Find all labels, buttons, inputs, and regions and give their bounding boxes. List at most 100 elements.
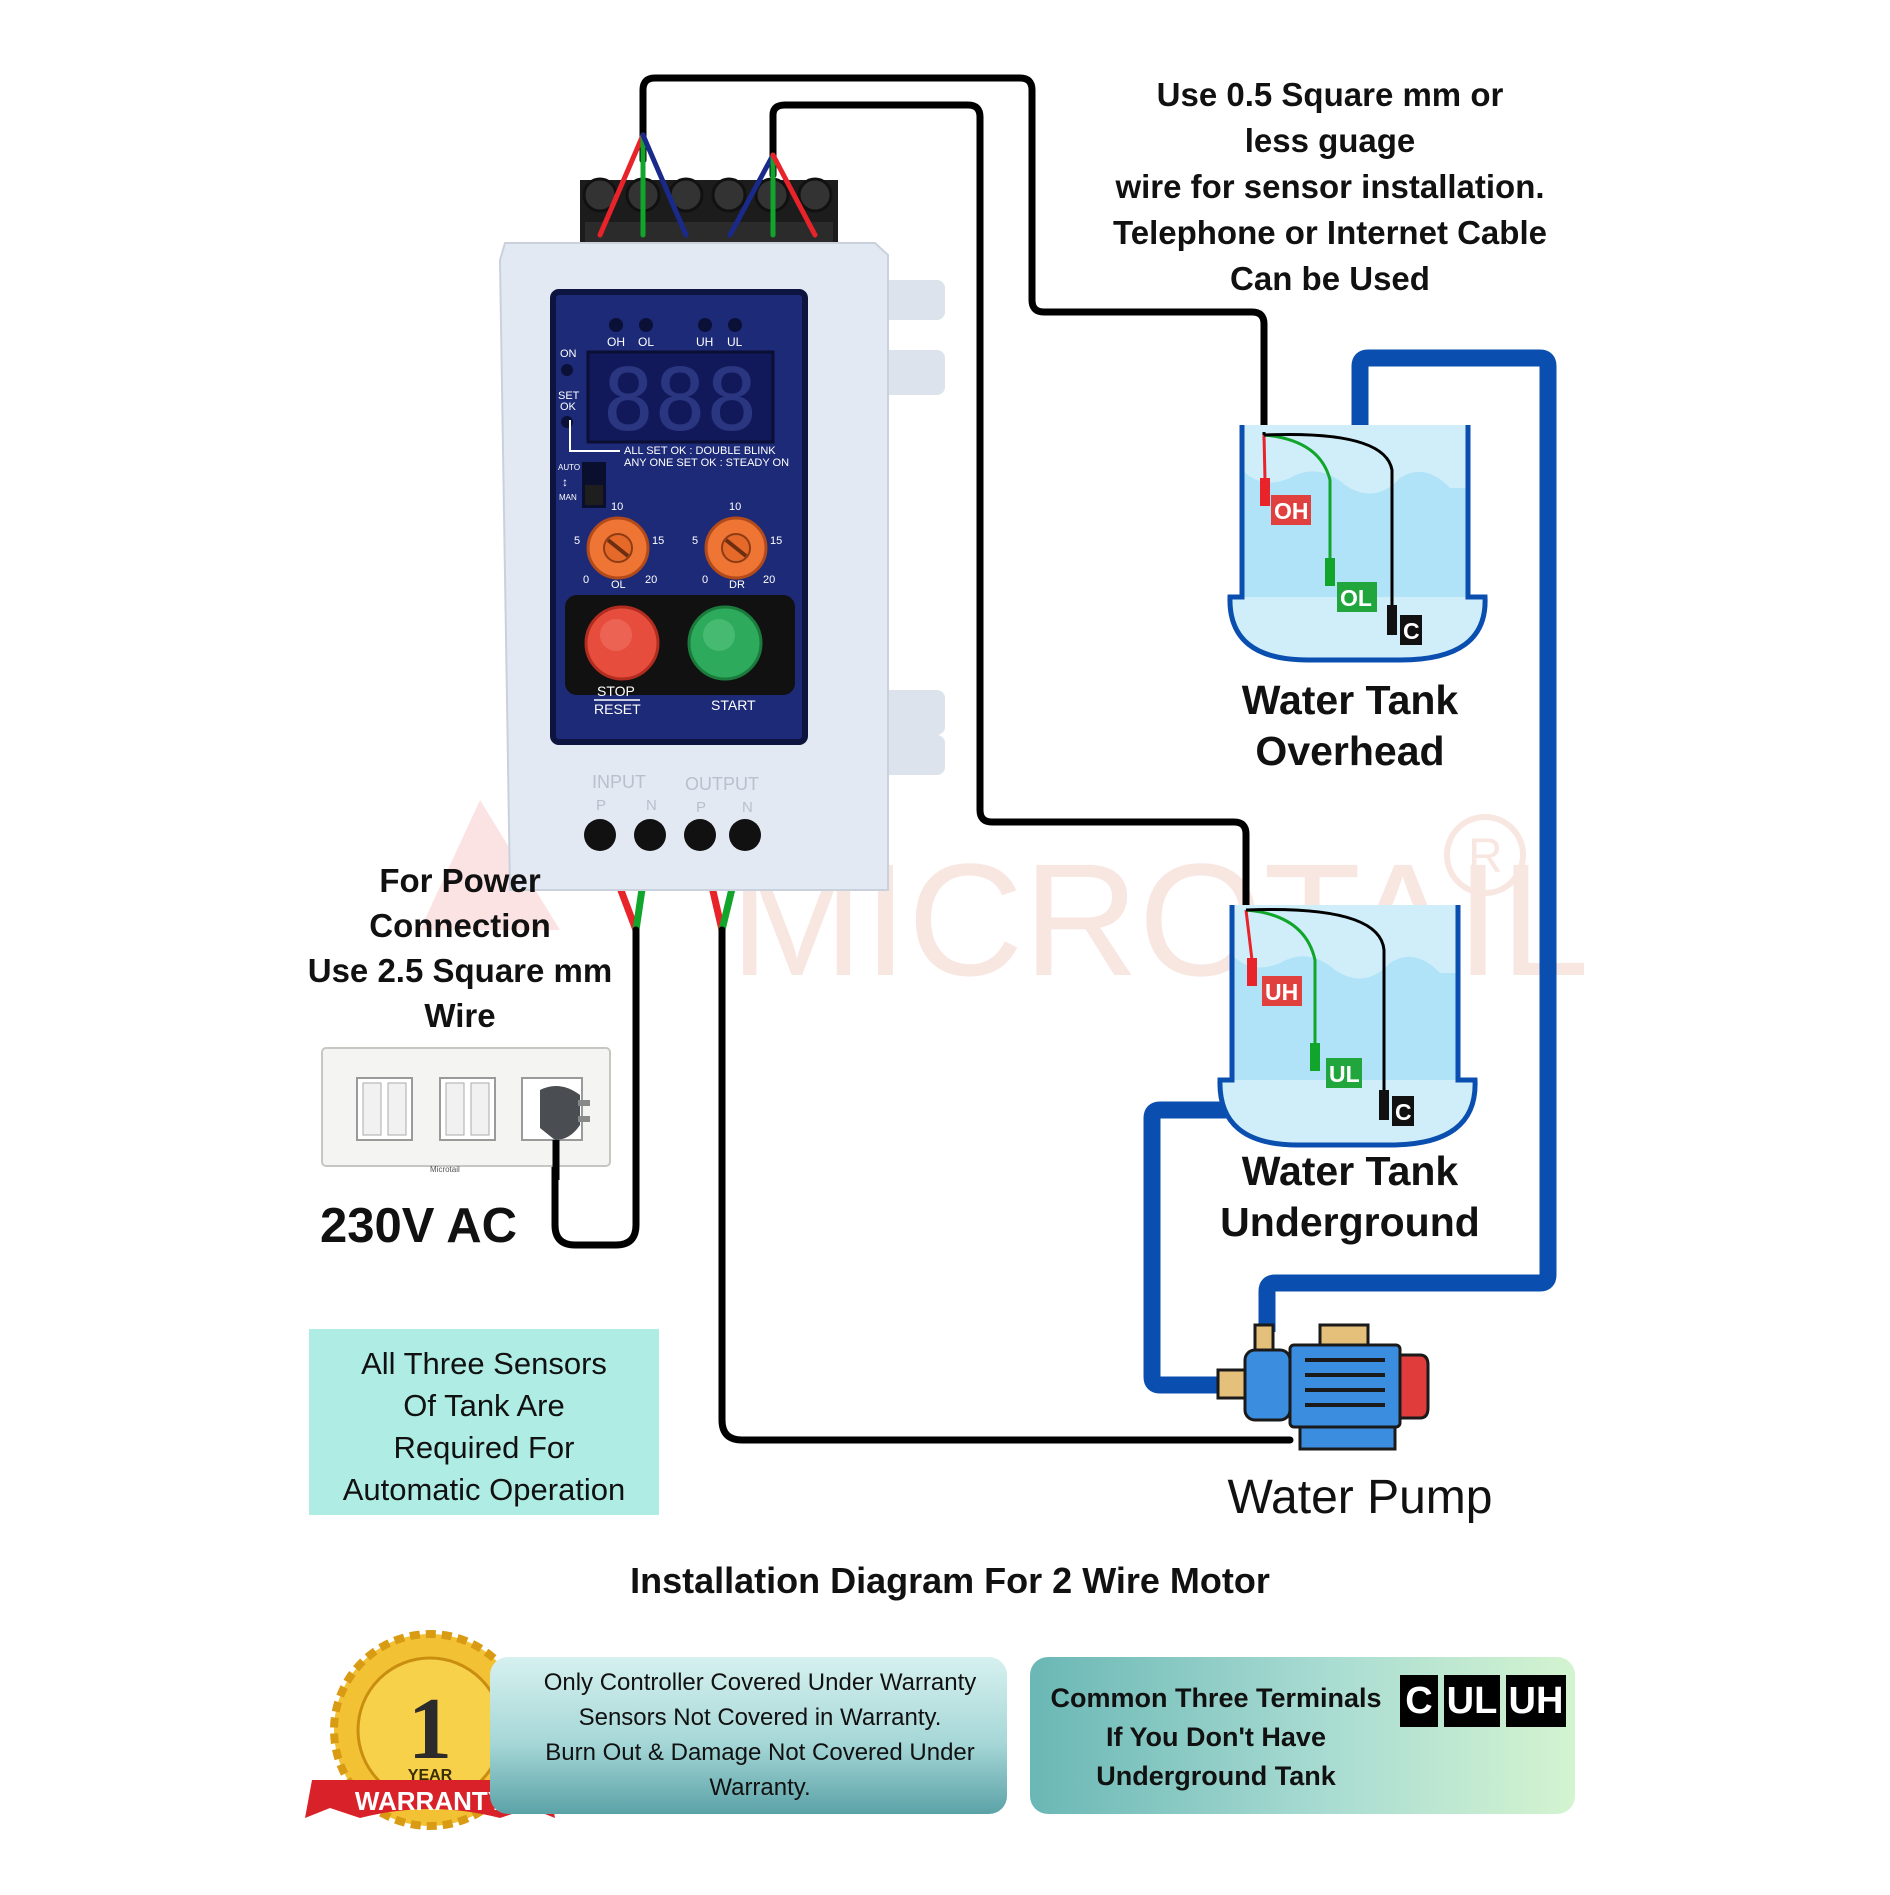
knob-ol[interactable]: 0 5 10 15 20 OL	[574, 501, 664, 591]
knob-ol-scale-15: 15	[652, 535, 664, 547]
sensor-label-oh: OH	[1274, 498, 1309, 524]
auto-label: AUTO	[558, 463, 580, 472]
knob-dr-scale-20: 20	[763, 574, 775, 586]
knob-ol-label: OL	[611, 579, 626, 591]
controller-top-terminals	[580, 132, 838, 242]
knob-ol-scale-10: 10	[611, 501, 623, 513]
sensor-wires	[639, 74, 1268, 912]
sensor-wire-note-line: Use 0.5 Square mm or	[1156, 76, 1504, 113]
sensor-label-ul: UL	[1329, 1061, 1360, 1087]
overhead-tank-label: Water Tank Overhead	[1170, 675, 1530, 777]
sensor-wire-note-line: Can be Used	[1230, 260, 1430, 297]
seven-segment-display: 888	[586, 350, 775, 451]
sensor-label-c-underground: C	[1395, 1099, 1412, 1125]
sensors-required-line: All Three Sensors	[361, 1346, 607, 1381]
supply-voltage-label: 230V AC	[320, 1199, 518, 1253]
knob-dr-scale-0: 0	[702, 574, 708, 586]
ok-label: OK	[560, 401, 577, 413]
common-terminal-uh: UH	[1506, 1675, 1566, 1727]
power-wire-note-line: Wire	[424, 997, 496, 1034]
power-plug	[540, 1086, 590, 1180]
underground-tank	[1217, 905, 1478, 1148]
on-label: ON	[560, 348, 577, 360]
output-n-label: N	[742, 799, 753, 816]
switch-arrow: ↕	[562, 475, 568, 489]
common-terminals-note: Common Three Terminals If You Don't Have…	[1030, 1657, 1575, 1814]
overhead-tank-label-line: Water Tank	[1241, 677, 1459, 723]
warranty-years: 1	[408, 1681, 452, 1778]
output-p-label: P	[696, 799, 706, 816]
legend-line-1: ALL SET OK : DOUBLE BLINK	[624, 445, 776, 457]
warranty-note-line: Sensors Not Covered in Warranty.	[578, 1704, 942, 1731]
warranty-note-line: Burn Out & Damage Not Covered Under	[545, 1739, 975, 1766]
water-pump-icon	[1216, 1323, 1430, 1451]
sensor-label-ol: OL	[1340, 585, 1372, 611]
reset-label: RESET	[594, 701, 641, 717]
led-label-ul: UL	[727, 335, 743, 349]
sensors-required-line: Automatic Operation	[342, 1472, 626, 1507]
common-note-line: Underground Tank	[1096, 1761, 1336, 1791]
power-wire-note: For Power Connection Use 2.5 Square mm W…	[290, 858, 630, 1038]
underground-tank-label: Water Tank Underground	[1170, 1146, 1530, 1248]
warranty-note: Only Controller Covered Under Warranty S…	[490, 1657, 1007, 1814]
common-terminal-c: C	[1400, 1675, 1438, 1727]
underground-tank-label-line: Underground	[1220, 1199, 1480, 1245]
warranty-note-line: Only Controller Covered Under Warranty	[543, 1669, 977, 1696]
led-label-oh: OH	[607, 335, 625, 349]
led-indicators: OH OL UH UL ON SET OK	[558, 318, 743, 428]
sensor-wire-note-line: Telephone or Internet Cable	[1113, 214, 1547, 251]
knob-dr-scale-5: 5	[692, 535, 698, 547]
knob-ol-scale-20: 20	[645, 574, 657, 586]
sensor-wire-note: Use 0.5 Square mm or less guage wire for…	[1090, 72, 1570, 302]
led-label-ol: OL	[638, 335, 654, 349]
warranty-ribbon-text: WARRANTY	[355, 1786, 505, 1816]
sensors-required-line: Of Tank Are	[403, 1388, 565, 1423]
water-pump-label: Water Pump	[1227, 1471, 1493, 1524]
display-legend: ALL SET OK : DOUBLE BLINK ANY ONE SET OK…	[569, 420, 789, 469]
knob-dr-scale-15: 15	[770, 535, 782, 547]
warranty-note-line: Warranty.	[709, 1774, 811, 1801]
power-wire-note-line: Use 2.5 Square mm	[307, 952, 613, 989]
stop-reset-button[interactable]: STOP RESET	[584, 605, 660, 717]
display-digits: 888	[602, 351, 757, 451]
underground-sensor-labels: UH UL C	[1262, 976, 1414, 1126]
power-wire-note-line: Connection	[369, 907, 551, 944]
overhead-tank-label-line: Overhead	[1255, 728, 1445, 774]
stop-label: STOP	[597, 683, 635, 699]
knob-ol-scale-0: 0	[583, 574, 589, 586]
sensor-label-uh: UH	[1265, 979, 1298, 1005]
set-label: SET	[558, 390, 580, 402]
auto-man-switch[interactable]: AUTO ↕ MAN	[558, 462, 606, 508]
sensor-wire-note-line: less guage	[1244, 122, 1416, 159]
common-note-line: Common Three Terminals	[1050, 1683, 1382, 1713]
input-p-label: P	[596, 797, 606, 814]
svg-text:R: R	[1468, 830, 1503, 883]
switchboard-brand: Microtail	[430, 1165, 460, 1174]
knob-ol-scale-5: 5	[574, 535, 580, 547]
knob-dr[interactable]: 0 5 10 15 20 DR	[692, 501, 782, 591]
knob-dr-label: DR	[729, 579, 745, 591]
start-button[interactable]: START	[687, 605, 763, 713]
led-label-uh: UH	[696, 335, 713, 349]
underground-tank-label-line: Water Tank	[1241, 1148, 1459, 1194]
power-wire-note-line: For Power	[379, 862, 541, 899]
input-label: INPUT	[592, 772, 646, 792]
warranty-seal-icon: 1 YEAR WARRANTY	[305, 1630, 555, 1830]
overhead-sensor-labels: OH OL C	[1271, 495, 1422, 645]
water-pipe	[1143, 349, 1557, 1394]
warranty-year-label: YEAR	[408, 1767, 453, 1784]
sensor-label-c-overhead: C	[1403, 618, 1420, 644]
common-terminal-ul: UL	[1444, 1675, 1500, 1727]
output-label: OUTPUT	[685, 774, 759, 794]
man-label: MAN	[559, 493, 577, 502]
knob-dr-scale-10: 10	[729, 501, 741, 513]
common-note-line: If You Don't Have	[1106, 1722, 1326, 1752]
power-terminals: INPUT OUTPUT P N P N	[584, 772, 761, 851]
legend-line-2: ANY ONE SET OK : STEADY ON	[624, 457, 789, 469]
sensors-required-note: All Three Sensors Of Tank Are Required F…	[309, 1329, 659, 1515]
overhead-tank	[1227, 425, 1488, 663]
diagram-title: Installation Diagram For 2 Wire Motor	[630, 1560, 1270, 1601]
sensor-wire-note-line: wire for sensor installation.	[1115, 168, 1545, 205]
start-label: START	[711, 697, 756, 713]
